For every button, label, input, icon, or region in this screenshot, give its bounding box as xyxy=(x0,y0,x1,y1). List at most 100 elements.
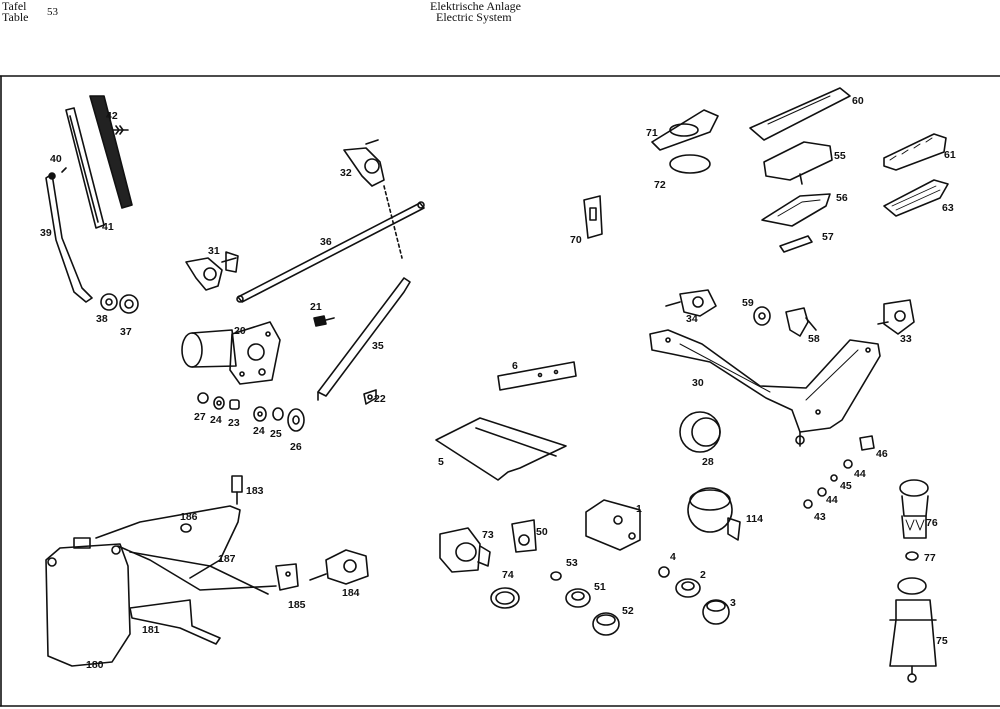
label-74: 74 xyxy=(502,569,514,581)
carrier-30-drawing xyxy=(649,329,881,447)
wiper-arm-drawing xyxy=(45,172,93,303)
lamp-56-drawing xyxy=(761,193,831,227)
switch-114-drawing xyxy=(687,487,741,541)
linkage-36-drawing xyxy=(236,201,425,303)
label-114: 114 xyxy=(746,513,763,525)
pump-183-drawing xyxy=(231,475,243,505)
label-3: 3 xyxy=(730,597,736,609)
lens-71-drawing xyxy=(651,109,719,151)
label-32: 32 xyxy=(340,167,352,179)
clip-21-drawing xyxy=(313,315,327,327)
label-51: 51 xyxy=(594,581,606,593)
relay-1-drawing xyxy=(585,499,641,551)
label-20: 20 xyxy=(234,325,246,337)
label-56: 56 xyxy=(836,192,848,204)
label-37: 37 xyxy=(120,326,132,338)
label-30: 30 xyxy=(692,377,704,389)
part-labels: 42 40 39 41 38 37 32 36 31 21 20 35 22 2… xyxy=(40,95,956,671)
title-english: Electric System xyxy=(436,10,512,24)
clip-40-drawing xyxy=(61,167,67,173)
spring-42-drawing xyxy=(112,125,129,135)
switch-73-drawing xyxy=(439,527,491,573)
label-45: 45 xyxy=(840,480,852,492)
label-61: 61 xyxy=(944,149,956,161)
label-41: 41 xyxy=(102,221,114,233)
contact-58-drawing xyxy=(785,307,817,337)
lamp-61-drawing xyxy=(883,133,947,171)
nut-38-drawing xyxy=(100,293,118,311)
label-31: 31 xyxy=(208,245,220,257)
label-187: 187 xyxy=(218,553,236,565)
label-27: 27 xyxy=(194,411,206,423)
title-german: Elektrische Anlage xyxy=(430,0,521,13)
header-tafel: Tafel xyxy=(2,0,27,13)
label-33: 33 xyxy=(900,333,912,345)
label-6: 6 xyxy=(512,360,518,372)
label-28: 28 xyxy=(702,456,714,468)
ring-72-drawing xyxy=(669,154,711,174)
label-181: 181 xyxy=(142,624,160,636)
label-40: 40 xyxy=(50,153,62,165)
label-72: 72 xyxy=(654,179,666,191)
label-43: 43 xyxy=(814,511,826,523)
label-36: 36 xyxy=(320,236,332,248)
lighter-76-drawing xyxy=(899,479,929,539)
pin-22-drawing xyxy=(363,389,377,405)
label-186: 186 xyxy=(180,511,198,523)
label-24-right: 24 xyxy=(253,425,265,437)
wiper-bearing-31-drawing xyxy=(185,251,239,291)
label-58: 58 xyxy=(808,333,820,345)
link-35-drawing xyxy=(317,277,411,401)
lamp-63-drawing xyxy=(883,179,949,217)
switch-50-drawing xyxy=(511,519,537,553)
label-59: 59 xyxy=(742,297,754,309)
switch-34-drawing xyxy=(665,289,717,317)
clip-21-pointer xyxy=(325,317,335,321)
label-39: 39 xyxy=(40,227,52,239)
exploded-parts-diagram: 42 40 39 41 38 37 32 36 31 21 20 35 22 2… xyxy=(0,75,1000,707)
label-24-left: 24 xyxy=(210,414,222,426)
label-2: 2 xyxy=(700,569,706,581)
switch-184-drawing xyxy=(309,549,369,585)
label-185: 185 xyxy=(288,599,306,611)
gasket-59-drawing xyxy=(753,306,771,326)
label-46: 46 xyxy=(876,448,888,460)
grommet-28-drawing xyxy=(679,411,721,453)
label-75: 75 xyxy=(936,635,948,647)
label-184: 184 xyxy=(342,587,360,599)
label-22: 22 xyxy=(374,393,386,405)
label-50: 50 xyxy=(536,526,548,538)
label-55: 55 xyxy=(834,150,846,162)
lamp-60-drawing xyxy=(749,87,851,141)
label-180: 180 xyxy=(86,659,104,671)
label-21: 21 xyxy=(310,301,322,313)
bracket-181-drawing xyxy=(129,599,221,645)
nut-37-drawing xyxy=(119,294,139,314)
label-4: 4 xyxy=(670,551,676,563)
clip-186-drawing xyxy=(180,523,192,533)
label-60: 60 xyxy=(852,95,864,107)
label-26: 26 xyxy=(290,441,302,453)
label-183: 183 xyxy=(246,485,264,497)
label-73: 73 xyxy=(482,529,494,541)
label-5: 5 xyxy=(438,456,444,468)
wiper-bearing-32-drawing xyxy=(343,139,403,259)
label-44-bottom: 44 xyxy=(826,494,838,506)
bracket-6-drawing xyxy=(497,361,577,391)
wiper-blade-drawing xyxy=(65,95,133,229)
bracket-185-drawing xyxy=(275,563,299,591)
knob-74-drawing xyxy=(490,587,520,609)
label-76: 76 xyxy=(926,517,938,529)
ring-77-drawing xyxy=(905,551,919,561)
lighter-75-drawing xyxy=(889,577,937,683)
plate-5-drawing xyxy=(435,417,567,481)
knob-2-4-3-drawing xyxy=(658,566,730,625)
reservoir-180-drawing xyxy=(45,537,131,667)
lamp-55-drawing xyxy=(763,141,833,185)
plate-number: 53 xyxy=(47,6,58,18)
label-77: 77 xyxy=(924,552,936,564)
label-52: 52 xyxy=(622,605,634,617)
washers-23-27-drawing xyxy=(197,392,305,432)
label-71: 71 xyxy=(646,127,658,139)
switch-33-drawing xyxy=(877,299,915,335)
